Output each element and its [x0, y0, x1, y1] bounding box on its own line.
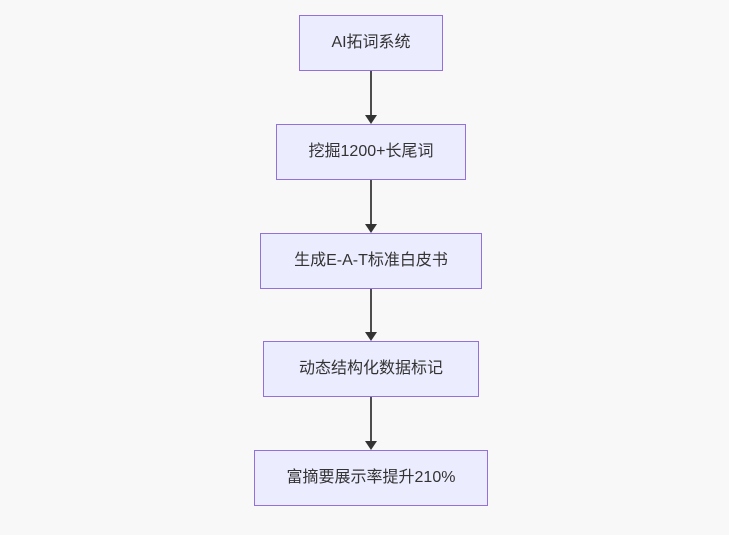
arrow-head-down-icon	[365, 115, 377, 124]
flow-arrow-1	[365, 71, 377, 124]
arrow-head-down-icon	[365, 224, 377, 233]
arrow-line	[370, 180, 372, 224]
flowchart-node-ai-keyword-system: AI拓词系统	[299, 15, 443, 71]
flowchart-node-rich-snippet-result: 富摘要展示率提升210%	[254, 450, 488, 506]
flowchart-node-longtail-mining: 挖掘1200+长尾词	[276, 124, 466, 180]
flow-arrow-3	[365, 289, 377, 341]
node-label: AI拓词系统	[331, 34, 411, 52]
arrow-line	[370, 289, 372, 332]
flow-arrow-2	[365, 180, 377, 233]
arrow-line	[370, 397, 372, 441]
flowchart-node-structured-data-markup: 动态结构化数据标记	[263, 341, 479, 397]
node-label: 富摘要展示率提升210%	[286, 469, 456, 487]
flowchart-node-eat-whitepaper: 生成E-A-T标准白皮书	[260, 233, 482, 289]
flow-arrow-4	[365, 397, 377, 450]
node-label: 生成E-A-T标准白皮书	[294, 252, 448, 270]
arrow-head-down-icon	[365, 441, 377, 450]
arrow-line	[370, 71, 372, 115]
node-label: 挖掘1200+长尾词	[308, 143, 434, 161]
arrow-head-down-icon	[365, 332, 377, 341]
node-label: 动态结构化数据标记	[298, 360, 443, 378]
